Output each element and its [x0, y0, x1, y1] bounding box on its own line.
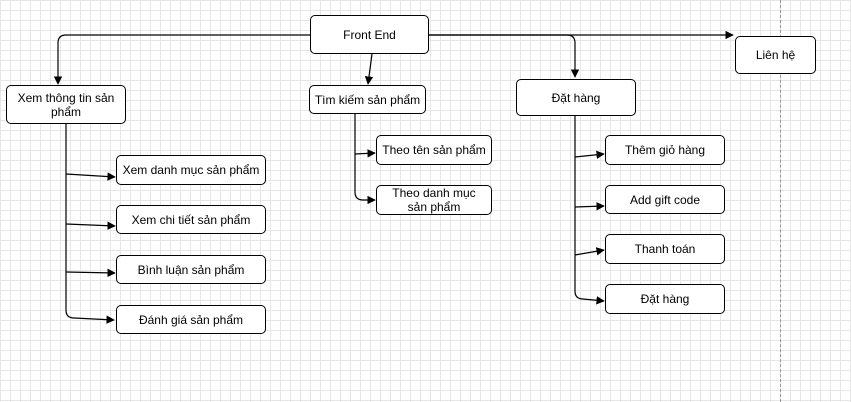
node-view-detail[interactable]: Xem chi tiết sản phẩm: [116, 205, 266, 234]
node-label: Đặt hàng: [640, 292, 690, 306]
node-label: Theo tên sản phẩm: [382, 143, 486, 157]
edge-order-spine: [574, 116, 605, 305]
node-contact[interactable]: Liên hệ: [735, 36, 816, 74]
node-label: Đặt hàng: [551, 90, 601, 105]
node-label: Đánh giá sản phẩm: [138, 312, 244, 327]
node-order[interactable]: Đặt hàng: [516, 79, 636, 116]
node-add-gift-code[interactable]: Add gift code: [605, 185, 725, 214]
edge-view-detail: [65, 221, 116, 230]
node-add-to-cart[interactable]: Thêm giỏ hàng: [605, 135, 725, 165]
node-comment[interactable]: Bình luận sản phẩm: [116, 255, 266, 284]
node-view-category[interactable]: Xem danh mục sản phẩm: [116, 155, 266, 185]
edge-search-spine: [354, 114, 376, 205]
node-front-end[interactable]: Front End: [310, 15, 429, 54]
edge-view-spine: [65, 124, 115, 324]
edge-root-order: [429, 34, 580, 78]
edge-gift-code: [574, 202, 605, 211]
node-search[interactable]: Tìm kiếm sản phẩm: [309, 85, 426, 114]
edge-add-cart: [574, 150, 605, 159]
node-label: Theo danh mục sản phẩm: [392, 186, 476, 214]
node-label: Add gift code: [629, 192, 701, 207]
node-label: Xem danh mục sản phẩm: [122, 163, 260, 177]
node-label: Front End: [343, 27, 396, 42]
node-label: Thanh toán: [634, 242, 696, 256]
node-label: Xem chi tiết sản phẩm: [131, 212, 251, 227]
node-label: Xem thông tin sản phẩm: [17, 90, 115, 119]
node-label: Bình luận sản phẩm: [137, 262, 245, 277]
node-search-by-category[interactable]: Theo danh mục sản phẩm: [376, 185, 492, 215]
node-label: Thêm giỏ hàng: [624, 143, 706, 157]
page-boundary-dashed-line: [780, 0, 781, 402]
edge-search-name: [354, 149, 376, 158]
node-rate[interactable]: Đánh giá sản phẩm: [116, 305, 266, 334]
node-payment[interactable]: Thanh toán: [605, 234, 725, 264]
edge-root-view: [53, 34, 310, 85]
edge-payment: [574, 247, 605, 256]
node-view-product-info[interactable]: Xem thông tin sản phẩm: [6, 85, 126, 124]
edge-view-category: [65, 172, 116, 181]
node-place-order[interactable]: Đặt hàng: [605, 284, 725, 314]
edge-root-search: [364, 53, 374, 85]
node-label: Tìm kiếm sản phẩm: [314, 92, 421, 107]
node-search-by-name[interactable]: Theo tên sản phẩm: [376, 135, 492, 165]
edge-comment: [65, 268, 116, 278]
node-label: Liên hệ: [755, 48, 796, 62]
